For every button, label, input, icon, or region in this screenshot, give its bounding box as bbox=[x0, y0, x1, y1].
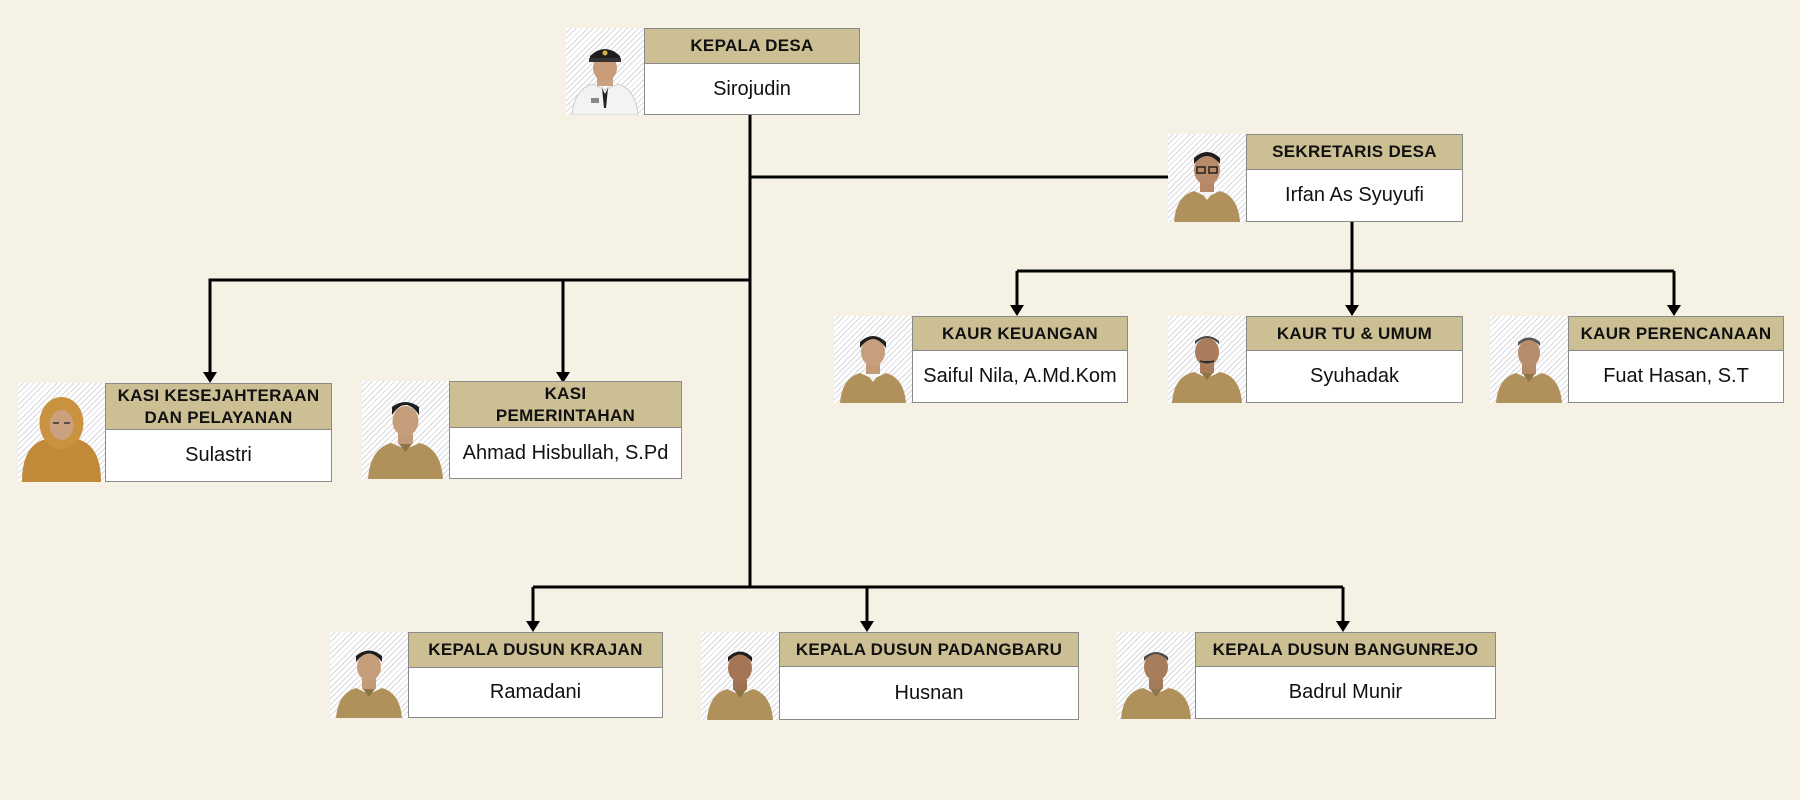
arrowhead-kadus-bangunrejo bbox=[1336, 621, 1350, 632]
card-kasi-pemerintahan: KASI PEMERINTAHAN Ahmad Hisbullah, S.Pd bbox=[362, 381, 682, 479]
arrowhead-kaur-tu-umum bbox=[1345, 305, 1359, 316]
person-name: Ahmad Hisbullah, S.Pd bbox=[462, 441, 669, 464]
person-name: Sulastri bbox=[185, 444, 252, 466]
arrowhead-kaur-perencanaan bbox=[1667, 305, 1681, 316]
position-title: KEPALA DUSUN PADANGBARU bbox=[780, 633, 1078, 667]
position-info: KASI PEMERINTAHAN Ahmad Hisbullah, S.Pd bbox=[449, 381, 682, 479]
position-title: KEPALA DUSUN BANGUNREJO bbox=[1196, 633, 1495, 667]
staff-portrait-icon bbox=[18, 383, 105, 482]
person-name: Ramadani bbox=[489, 681, 582, 703]
staff-portrait-icon bbox=[1168, 316, 1246, 403]
arrowhead-kasi-kesejahteraan bbox=[203, 372, 217, 383]
position-title-line: DAN PELAYANAN bbox=[144, 407, 293, 427]
staff-portrait-icon bbox=[1490, 316, 1568, 403]
position-title: KASI KESEJAHTERAAN DAN PELAYANAN bbox=[106, 384, 331, 430]
staff-portrait-icon bbox=[362, 381, 449, 479]
card-kadus-bangunrejo: KEPALA DUSUN BANGUNREJO Badrul Munir bbox=[1117, 632, 1496, 719]
arrowhead-kaur-keuangan bbox=[1010, 305, 1024, 316]
card-kadus-padangbaru: KEPALA DUSUN PADANGBARU Husnan bbox=[701, 632, 1079, 720]
position-title: SEKRETARIS DESA bbox=[1247, 135, 1462, 170]
position-title-line: PEMERINTAHAN bbox=[495, 405, 636, 425]
position-title: KASI PEMERINTAHAN bbox=[450, 382, 681, 428]
person-name: Badrul Munir bbox=[1288, 681, 1403, 703]
position-info: KAUR TU & UMUM Syuhadak bbox=[1246, 316, 1463, 403]
staff-portrait-icon bbox=[701, 632, 779, 720]
arrowhead-kadus-padangbaru bbox=[860, 621, 874, 632]
position-info: KEPALA DUSUN KRAJAN Ramadani bbox=[408, 632, 663, 718]
connector-to-kasi bbox=[208, 278, 750, 372]
card-sekretaris-desa: SEKRETARIS DESA Irfan As Syuyufi bbox=[1168, 134, 1463, 222]
position-title: KAUR TU & UMUM bbox=[1247, 317, 1462, 351]
card-kepala-desa: KEPALA DESA Sirojudin bbox=[566, 28, 860, 115]
position-title-line: KASI bbox=[544, 383, 587, 403]
position-info: KAUR KEUANGAN Saiful Nila, A.Md.Kom bbox=[912, 316, 1128, 403]
staff-portrait-icon bbox=[330, 632, 408, 718]
arrowhead-kasi-pemerintahan bbox=[556, 372, 570, 383]
card-kasi-kesejahteraan: KASI KESEJAHTERAAN DAN PELAYANAN Sulastr… bbox=[18, 383, 332, 482]
position-info: KEPALA DUSUN BANGUNREJO Badrul Munir bbox=[1195, 632, 1496, 719]
person-name: Sirojudin bbox=[713, 77, 791, 100]
position-title-line: KASI KESEJAHTERAAN bbox=[117, 385, 320, 405]
connector-to-kadus bbox=[531, 585, 1345, 621]
position-info: SEKRETARIS DESA Irfan As Syuyufi bbox=[1246, 134, 1463, 222]
position-info: KEPALA DESA Sirojudin bbox=[644, 28, 860, 115]
connector-sekretaris-to-kaur bbox=[1015, 222, 1676, 309]
position-info: KEPALA DUSUN PADANGBARU Husnan bbox=[779, 632, 1079, 720]
staff-portrait-icon bbox=[1168, 134, 1246, 222]
staff-portrait-icon bbox=[834, 316, 912, 403]
card-kaur-perencanaan: KAUR PERENCANAAN Fuat Hasan, S.T bbox=[1490, 316, 1784, 403]
person-name: Irfan As Syuyufi bbox=[1285, 184, 1424, 206]
person-name: Husnan bbox=[894, 681, 964, 704]
position-title: KAUR PERENCANAAN bbox=[1569, 317, 1783, 351]
card-kaur-tu-umum: KAUR TU & UMUM Syuhadak bbox=[1168, 316, 1463, 403]
position-title: KEPALA DESA bbox=[645, 29, 859, 64]
position-title: KEPALA DUSUN KRAJAN bbox=[409, 633, 662, 668]
card-kadus-krajan: KEPALA DUSUN KRAJAN Ramadani bbox=[330, 632, 663, 718]
position-info: KASI KESEJAHTERAAN DAN PELAYANAN Sulastr… bbox=[105, 383, 332, 482]
position-info: KAUR PERENCANAAN Fuat Hasan, S.T bbox=[1568, 316, 1784, 403]
person-name: Fuat Hasan, S.T bbox=[1603, 365, 1749, 387]
staff-portrait-icon bbox=[1117, 632, 1195, 719]
official-portrait-icon bbox=[566, 28, 644, 115]
person-name: Syuhadak bbox=[1310, 365, 1399, 387]
person-name: Saiful Nila, A.Md.Kom bbox=[923, 365, 1117, 387]
position-title: KAUR KEUANGAN bbox=[913, 317, 1127, 351]
card-kaur-keuangan: KAUR KEUANGAN Saiful Nila, A.Md.Kom bbox=[834, 316, 1128, 403]
arrowhead-kadus-krajan bbox=[526, 621, 540, 632]
